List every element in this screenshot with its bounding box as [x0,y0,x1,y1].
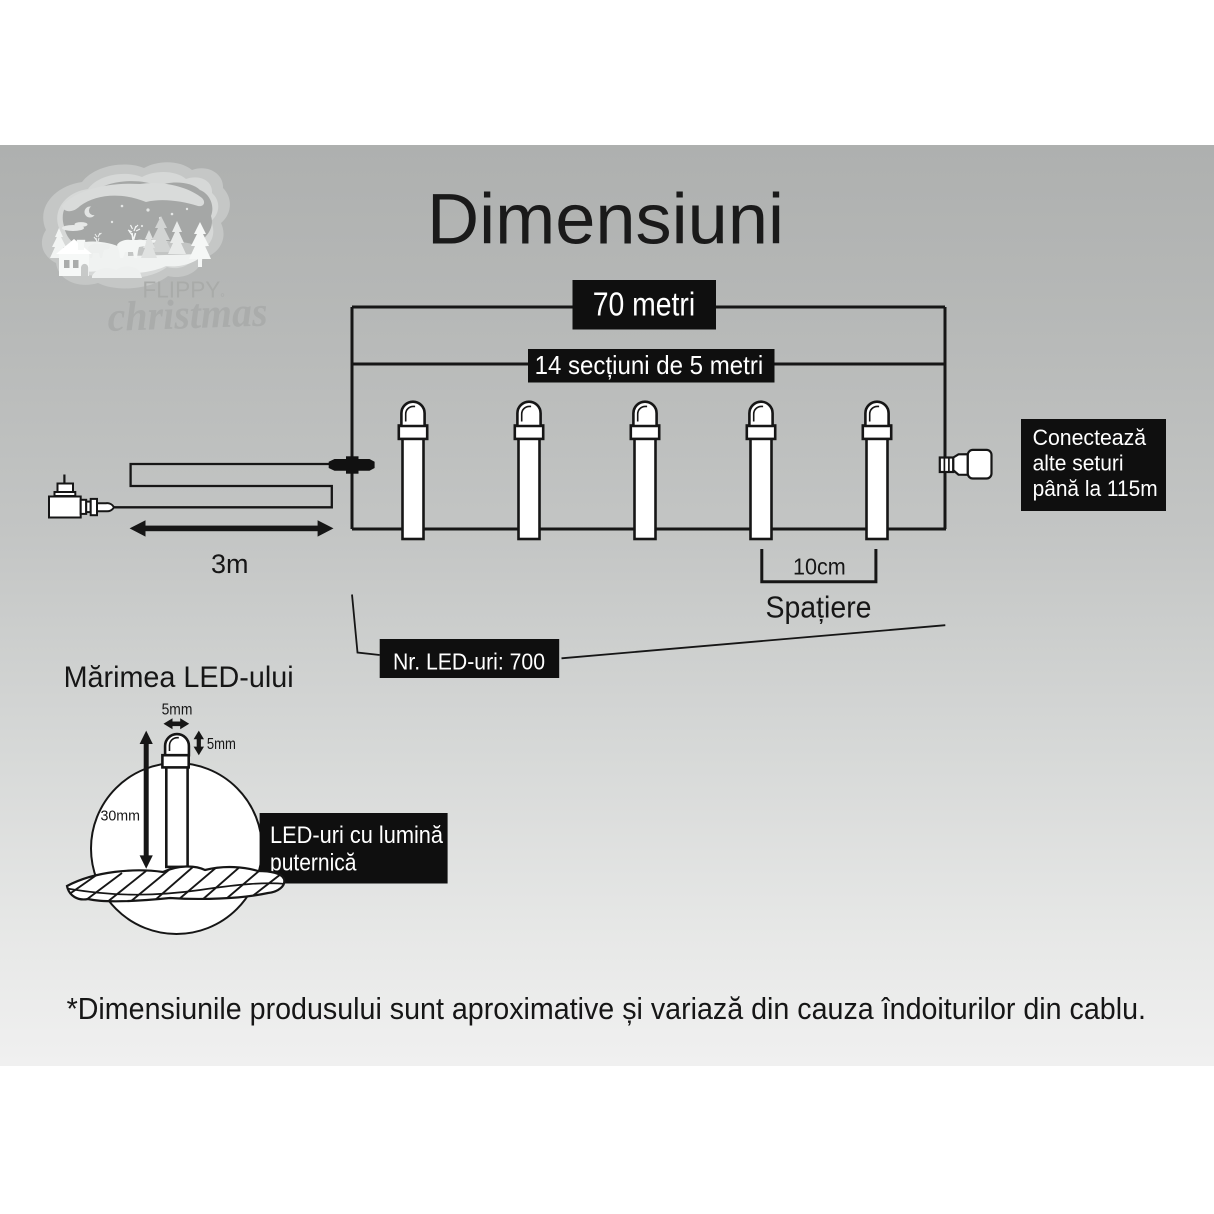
svg-text:christmas: christmas [107,289,269,341]
svg-text:10cm: 10cm [793,554,846,580]
svg-text:14 secțiuni de 5 metri: 14 secțiuni de 5 metri [535,350,764,380]
svg-text:Dimensiuni: Dimensiuni [427,181,784,260]
svg-text:alte seturi: alte seturi [1033,450,1124,475]
svg-text:3m: 3m [211,549,249,579]
svg-text:puternică: puternică [270,850,357,877]
svg-text:Nr. LED-uri: 700: Nr. LED-uri: 700 [393,648,545,674]
svg-text:5mm: 5mm [162,702,193,719]
svg-text:Mărimea LED-ului: Mărimea LED-ului [64,661,294,694]
svg-text:Conectează: Conectează [1033,425,1147,450]
svg-text:Spațiere: Spațiere [766,590,872,625]
svg-text:până la 115m: până la 115m [1033,476,1158,501]
svg-text:30mm: 30mm [101,809,141,825]
svg-text:*Dimensiunile produsului sunt: *Dimensiunile produsului sunt aproximati… [67,991,1146,1026]
svg-text:FLIPPY: FLIPPY [142,277,220,303]
svg-text:70 metri: 70 metri [593,286,696,323]
svg-text:5mm: 5mm [207,736,236,753]
svg-text:LED-uri cu lumină: LED-uri cu lumină [270,822,444,849]
